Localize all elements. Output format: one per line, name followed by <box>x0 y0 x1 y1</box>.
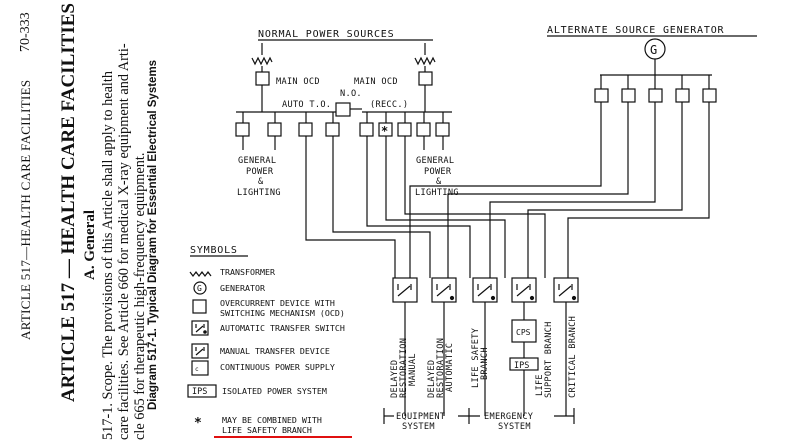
equipment-system-line-2: SYSTEM <box>402 422 435 432</box>
branch-4-line-2: SUPPORT BRANCH <box>544 321 554 398</box>
symbol-label-ats: AUTOMATIC TRANSFER SWITCH <box>220 323 345 333</box>
section-heading: A. General <box>82 210 98 280</box>
branch-5-line-1: CRITICAL BRANCH <box>568 316 578 398</box>
branch-1-line-2: RESTORATION <box>399 338 409 398</box>
diagram-caption: Diagram 517-1. Typical Diagram for Essen… <box>147 59 159 410</box>
overcurrent-device-icon <box>192 299 207 314</box>
branch-4-line-1: LIFE <box>535 374 545 396</box>
scope-paragraph-line-1: 517-1. Scope. The provisions of this Art… <box>100 70 116 440</box>
transformer-icon-right <box>414 43 436 66</box>
automatic-transfer-switch-2 <box>472 277 498 303</box>
automatic-transfer-switch-3 <box>511 277 537 303</box>
branch-2-line-1: DELAYED <box>427 360 437 398</box>
emergency-system-line-1: EMERGENCY <box>484 412 534 422</box>
ips-label: IPS <box>514 361 529 371</box>
no-label: N.O. <box>340 89 362 99</box>
essential-electrical-systems-diagram: NORMAL POWER SOURCES ALTERNATE SOURCE GE… <box>187 25 757 438</box>
main-ocd-right <box>418 71 433 86</box>
article-title: ARTICLE 517 — HEALTH CARE FACILITIES <box>58 3 79 402</box>
tie-breaker <box>335 102 351 117</box>
manual-transfer-device-icon <box>191 343 209 359</box>
general-power-right-4: LIGHTING <box>415 188 459 198</box>
normal-power-sources-title: NORMAL POWER SOURCES <box>258 29 394 40</box>
normal-feeders <box>305 136 546 278</box>
alternate-source-title: ALTERNATE SOURCE GENERATOR <box>547 25 725 36</box>
branch-3-line-1: LIFE SAFETY <box>471 327 481 388</box>
asterisk-marker: * <box>381 124 388 138</box>
general-power-left-1: GENERAL <box>238 156 276 166</box>
automatic-transfer-switch-1 <box>431 277 457 303</box>
right-bus-ocds <box>359 112 450 137</box>
general-power-right-3: & <box>436 177 442 187</box>
general-power-right-2: POWER <box>424 167 452 177</box>
generator-legend-letter: G <box>197 284 202 293</box>
main-ocd-label-right: MAIN OCD <box>354 77 398 87</box>
auto-to-label: AUTO T.O. <box>282 100 331 110</box>
symbol-label-manual: MANUAL TRANSFER DEVICE <box>220 346 330 356</box>
automatic-transfer-switch-icon <box>191 320 209 336</box>
isolated-power-system-icon <box>187 384 217 398</box>
symbol-label-cps: CONTINUOUS POWER SUPPLY <box>220 362 335 372</box>
symbol-label-transformer: TRANSFORMER <box>220 267 275 277</box>
generator-letter: G <box>650 43 657 57</box>
branch-1-line-1: DELAYED <box>390 360 400 398</box>
symbol-label-ips: ISOLATED POWER SYSTEM <box>222 386 327 396</box>
system-brackets <box>383 408 575 424</box>
symbol-label-ocd-1: OVERCURRENT DEVICE WITH <box>220 298 335 308</box>
recc-label: (RECC.) <box>370 100 408 110</box>
general-power-left-4: LIGHTING <box>237 188 281 198</box>
automatic-transfer-switch-4 <box>553 277 579 303</box>
note-line-2: LIFE SAFETY BRANCH <box>222 425 312 435</box>
continuous-power-supply-icon: c <box>191 360 209 376</box>
branch-2-line-2: RESTORATION <box>436 338 446 398</box>
left-bus-ocds <box>235 112 340 137</box>
cps-label: CPS <box>516 328 531 337</box>
asterisk-note-marker: * <box>194 416 202 431</box>
svg-text:c: c <box>195 366 199 373</box>
generator-icon-legend <box>193 281 207 295</box>
branch-1-line-3: MANUAL <box>408 353 418 386</box>
symbol-label-generator: GENERATOR <box>220 283 265 293</box>
page-number: 70-333 <box>18 12 33 52</box>
transformer-icon <box>189 271 212 277</box>
ips-legend-text: IPS <box>192 387 207 397</box>
general-power-left-2: POWER <box>246 167 274 177</box>
running-header: ARTICLE 517—HEALTH CARE FACILITIES <box>18 79 33 340</box>
main-ocd-left <box>255 71 270 86</box>
branch-3-line-2: BRANCH <box>480 347 490 380</box>
transformer-icon-left <box>251 43 273 66</box>
main-ocd-label-left: MAIN OCD <box>276 77 320 87</box>
alternate-feeders <box>409 102 710 278</box>
general-power-right-1: GENERAL <box>416 156 454 166</box>
scope-paragraph-line-2: care facilities. See Article 660 for med… <box>116 43 132 440</box>
symbol-label-ocd-2: SWITCHING MECHANISM (OCD) <box>220 308 345 318</box>
general-power-left-3: & <box>258 177 264 187</box>
manual-transfer-device <box>392 277 418 303</box>
branch-2-line-3: AUTOMATIC <box>445 343 455 392</box>
equipment-system-line-1: EQUIPMENT <box>396 412 445 422</box>
scope-paragraph-line-3: cle 665 for therapeutic high-frequency e… <box>132 152 148 440</box>
generator-ocds <box>594 75 717 103</box>
note-line-1: MAY BE COMBINED WITH <box>222 415 322 425</box>
symbols-title: SYMBOLS <box>190 245 238 256</box>
emergency-system-line-2: SYSTEM <box>498 422 531 432</box>
